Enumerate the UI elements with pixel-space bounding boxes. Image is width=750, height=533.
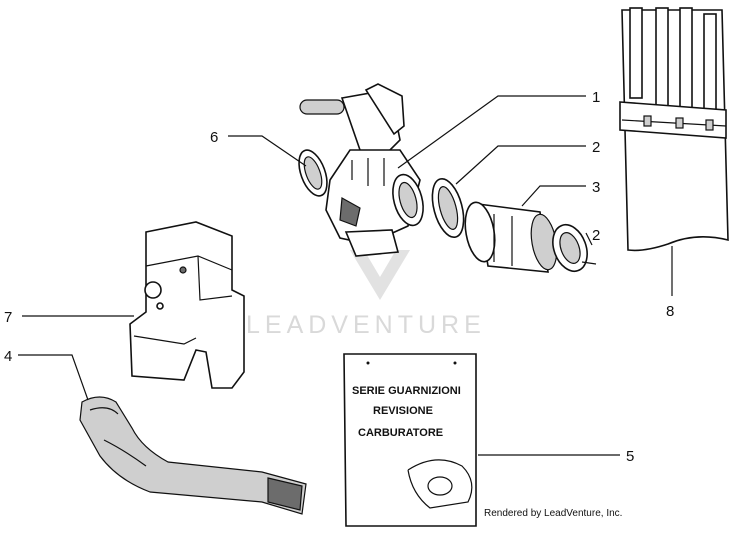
gasket-part-6[interactable] xyxy=(294,146,333,199)
leader-lines xyxy=(18,95,673,456)
callout-5: 5 xyxy=(626,448,634,465)
callout-7: 7 xyxy=(4,309,12,326)
clamp-ring-part-2-right[interactable] xyxy=(547,220,597,276)
carburettor-part-1[interactable] xyxy=(299,83,428,257)
manual-line-1: SERIE GUARNIZIONI xyxy=(352,385,461,397)
clamp-ring-part-2-left[interactable] xyxy=(427,175,470,240)
watermark-text: LEADVENTURE xyxy=(246,311,486,339)
callout-6: 6 xyxy=(210,129,218,146)
watermark-logo: LEADVENTURE xyxy=(246,250,486,339)
callout-2-lower: 2 xyxy=(592,227,600,244)
sleeve-part-3[interactable] xyxy=(461,200,561,273)
callout-3: 3 xyxy=(592,179,600,196)
callout-2-upper: 2 xyxy=(592,139,600,156)
intake-pipe-part-4[interactable] xyxy=(79,396,307,515)
callout-labels: 1 2 2 3 4 5 6 7 8 xyxy=(4,89,674,465)
manual-line-3: CARBURATORE xyxy=(358,427,443,439)
gasket-kit-part-5[interactable]: SERIE GUARNIZIONI REVISIONE CARBURATORE xyxy=(343,353,477,527)
manual-line-2: REVISIONE xyxy=(373,405,433,417)
callout-1: 1 xyxy=(592,89,600,106)
callout-4: 4 xyxy=(4,348,12,365)
intake-plate-part-8[interactable] xyxy=(619,7,729,252)
render-credit: Rendered by LeadVenture, Inc. xyxy=(484,508,622,519)
cover-part-7[interactable] xyxy=(129,221,245,389)
callout-8: 8 xyxy=(666,303,674,320)
